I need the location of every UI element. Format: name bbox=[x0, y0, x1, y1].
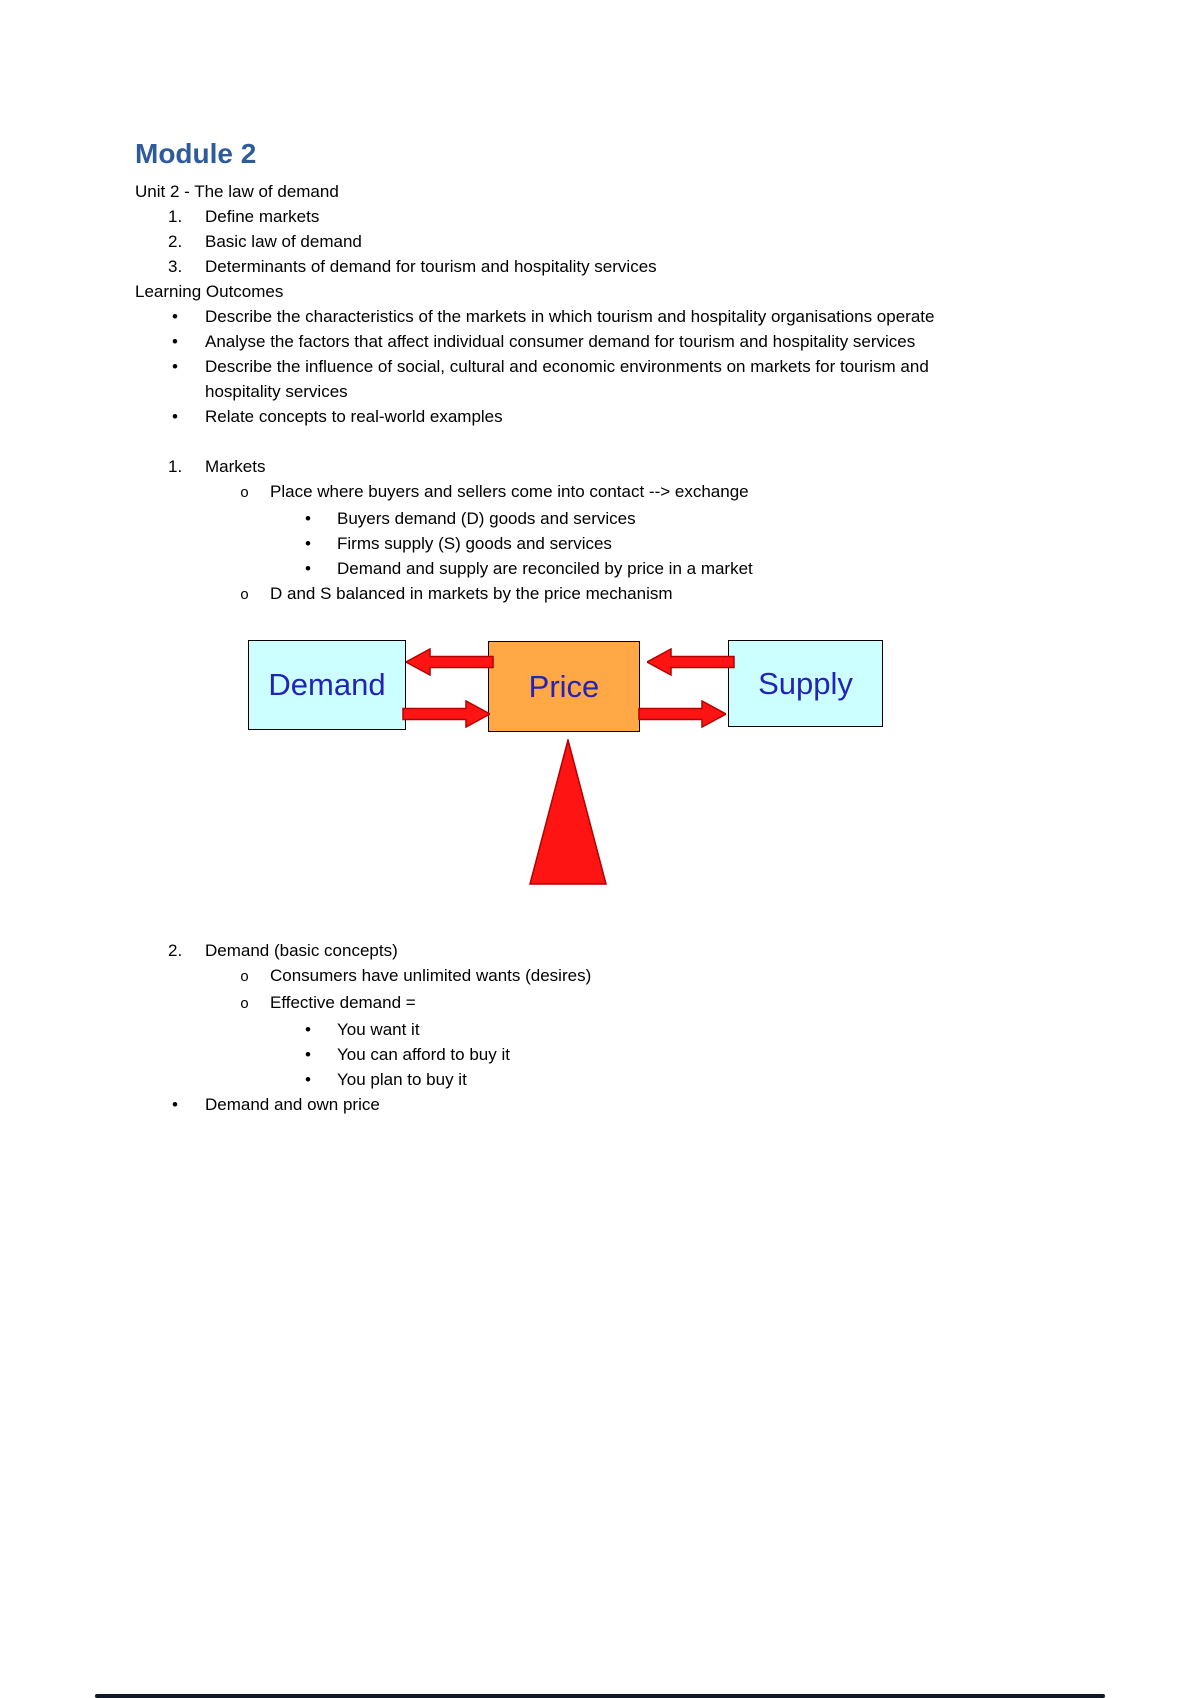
demand-own-price-item: Demand and own price bbox=[135, 1092, 1065, 1117]
demand-criterion: You can afford to buy it bbox=[135, 1042, 1065, 1067]
topic-item: 3. Determinants of demand for tourism an… bbox=[135, 254, 1065, 279]
bullet-dot-icon bbox=[172, 304, 205, 329]
demand-point-text: Effective demand = bbox=[270, 993, 416, 1012]
bullet-dot-icon bbox=[305, 531, 337, 556]
next-page-edge bbox=[95, 1694, 1105, 1698]
markets-detail: Buyers demand (D) goods and services bbox=[135, 506, 1065, 531]
bullet-dot-icon bbox=[172, 329, 205, 354]
bullet-dot-icon bbox=[305, 506, 337, 531]
balance-fulcrum-icon bbox=[529, 739, 607, 885]
demand-point: Effective demand = bbox=[135, 990, 1065, 1017]
bullet-circle-icon bbox=[240, 990, 270, 1017]
markets-point-text: Place where buyers and sellers come into… bbox=[270, 482, 749, 501]
supply-label: Supply bbox=[758, 665, 853, 701]
demand-criterion-text: You plan to buy it bbox=[337, 1070, 467, 1089]
list-number: 1. bbox=[168, 457, 183, 476]
demand-supply-price-diagram: Demand Price Supply bbox=[135, 638, 1065, 890]
topic-item: 1. Define markets bbox=[135, 204, 1065, 229]
demand-criterion: You plan to buy it bbox=[135, 1067, 1065, 1092]
arrow-price-to-demand-icon bbox=[406, 648, 494, 676]
demand-point-text: Consumers have unlimited wants (desires) bbox=[270, 966, 592, 985]
price-box: Price bbox=[488, 641, 640, 732]
outcome-item: Describe the characteristics of the mark… bbox=[135, 304, 1065, 329]
page-title: Module 2 bbox=[135, 138, 257, 169]
markets-detail-text: Demand and supply are reconciled by pric… bbox=[337, 559, 753, 578]
price-label: Price bbox=[528, 668, 600, 704]
section-demand-heading: 2. Demand (basic concepts) bbox=[135, 938, 1065, 963]
demand-point: Consumers have unlimited wants (desires) bbox=[135, 963, 1065, 990]
markets-detail: Demand and supply are reconciled by pric… bbox=[135, 556, 1065, 581]
bullet-dot-icon bbox=[305, 1017, 337, 1042]
markets-detail: Firms supply (S) goods and services bbox=[135, 531, 1065, 556]
topic-item: 2. Basic law of demand bbox=[135, 229, 1065, 254]
demand-label: Demand bbox=[268, 667, 386, 702]
bullet-dot-icon bbox=[305, 556, 337, 581]
bullet-circle-icon bbox=[240, 479, 270, 506]
topic-text: Basic law of demand bbox=[205, 232, 362, 251]
demand-criterion: You want it bbox=[135, 1017, 1065, 1042]
learning-outcomes-heading: Learning Outcomes bbox=[135, 282, 284, 301]
bullet-circle-icon bbox=[240, 581, 270, 608]
markets-point: D and S balanced in markets by the price… bbox=[135, 581, 1065, 608]
outcome-item: Relate concepts to real-world examples bbox=[135, 404, 1065, 429]
list-number: 3. bbox=[168, 257, 183, 276]
demand-criterion-text: You want it bbox=[337, 1020, 420, 1039]
arrow-demand-to-price-icon bbox=[402, 700, 490, 728]
bullet-dot-icon bbox=[305, 1042, 337, 1067]
markets-point: Place where buyers and sellers come into… bbox=[135, 479, 1065, 506]
section-markets-heading: 1. Markets bbox=[135, 454, 1065, 479]
demand-criterion-text: You can afford to buy it bbox=[337, 1045, 510, 1064]
section-title: Demand (basic concepts) bbox=[205, 941, 398, 960]
list-number: 1. bbox=[168, 207, 183, 226]
bullet-dot-icon bbox=[305, 1067, 337, 1092]
list-number: 2. bbox=[168, 232, 183, 251]
bullet-dot-icon bbox=[172, 404, 205, 429]
demand-box: Demand bbox=[248, 640, 406, 730]
bullet-circle-icon bbox=[240, 963, 270, 990]
topic-text: Determinants of demand for tourism and h… bbox=[205, 257, 657, 276]
markets-point-text: D and S balanced in markets by the price… bbox=[270, 584, 673, 603]
outcome-text: Describe the characteristics of the mark… bbox=[205, 307, 935, 326]
supply-box: Supply bbox=[728, 640, 883, 727]
bullet-dot-icon bbox=[172, 354, 205, 379]
arrow-supply-to-price-icon bbox=[647, 648, 735, 676]
bullet-dot-icon bbox=[172, 1092, 205, 1117]
arrow-price-to-supply-icon bbox=[638, 700, 726, 728]
demand-own-price-text: Demand and own price bbox=[205, 1095, 380, 1114]
outcome-text: Relate concepts to real-world examples bbox=[205, 407, 503, 426]
outcome-text: Describe the influence of social, cultur… bbox=[205, 357, 929, 401]
outcome-text: Analyse the factors that affect individu… bbox=[205, 332, 916, 351]
page-content: Module 2 Unit 2 - The law of demand 1. D… bbox=[0, 0, 1200, 1117]
topic-text: Define markets bbox=[205, 207, 320, 226]
section-title: Markets bbox=[205, 457, 266, 476]
outcome-item: Describe the influence of social, cultur… bbox=[135, 354, 1065, 404]
markets-detail-text: Firms supply (S) goods and services bbox=[337, 534, 612, 553]
unit-subtitle: Unit 2 - The law of demand bbox=[135, 182, 339, 201]
outcome-item: Analyse the factors that affect individu… bbox=[135, 329, 1065, 354]
list-number: 2. bbox=[168, 941, 183, 960]
markets-detail-text: Buyers demand (D) goods and services bbox=[337, 509, 636, 528]
